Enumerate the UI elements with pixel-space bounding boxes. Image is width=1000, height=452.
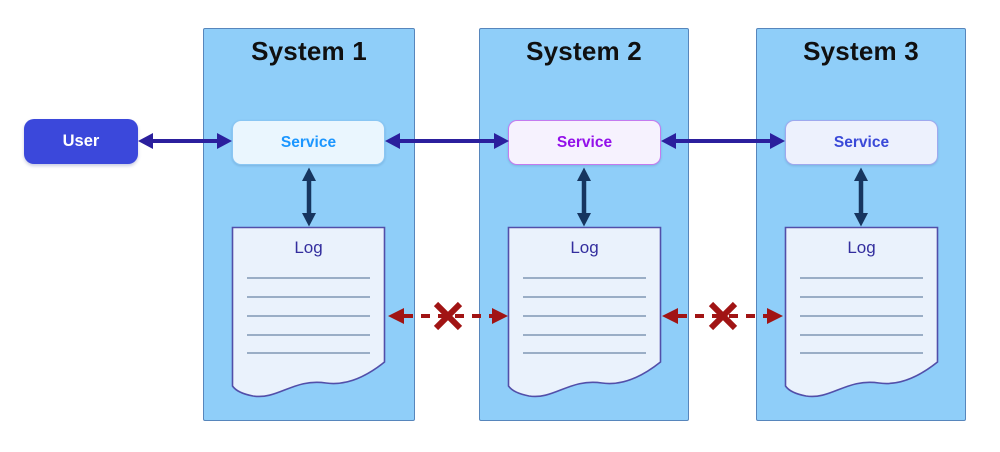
- system-3-panel: System 3 Service Log: [756, 28, 966, 421]
- system-3-log-document-shape: [784, 226, 939, 398]
- log-ruled-lines: [247, 277, 370, 354]
- log-ruled-lines: [800, 277, 923, 354]
- system-2-service-label: Service: [556, 133, 613, 151]
- document-outline: [784, 226, 939, 398]
- service-log-bidirectional-arrow-icon: [854, 167, 868, 227]
- system-3-service-node: Service: [785, 120, 938, 165]
- system-3-title: System 3: [803, 36, 919, 66]
- system-3-service-label: Service: [833, 133, 890, 151]
- service-log-bidirectional-arrow-icon: [577, 167, 591, 227]
- system-1-title: System 1: [251, 36, 367, 66]
- system-2-log-document-shape: [507, 226, 662, 398]
- blocked-x-icon: [433, 301, 463, 331]
- system-3-log-label: Log: [847, 238, 876, 257]
- service-log-bidirectional-arrow-icon: [302, 167, 316, 227]
- document-outline: [231, 226, 386, 398]
- system-2-panel: System 2 Service Log: [479, 28, 689, 421]
- system-1-log-document-shape: [231, 226, 386, 398]
- system-2-log-label: Log: [570, 238, 599, 257]
- service2-service3-bidirectional-arrow-icon: [661, 133, 785, 149]
- log2-log3-blocked-dashed-arrow-icon: [662, 301, 783, 331]
- log1-log2-blocked-dashed-arrow-icon: [388, 301, 508, 331]
- user-node: User: [24, 119, 138, 164]
- system-1-log-label: Log: [294, 238, 323, 257]
- system-1-service-label: Service: [280, 133, 337, 151]
- system-1-service-node: Service: [232, 120, 385, 165]
- system-2-service-node: Service: [508, 120, 661, 165]
- system-2-title: System 2: [526, 36, 642, 66]
- service1-service2-bidirectional-arrow-icon: [385, 133, 509, 149]
- blocked-x-icon: [708, 301, 738, 331]
- system-1-panel: System 1 Service Log: [203, 28, 415, 421]
- user-service1-bidirectional-arrow-icon: [138, 133, 232, 149]
- document-outline: [507, 226, 662, 398]
- log-ruled-lines: [523, 277, 646, 354]
- user-label: User: [62, 132, 100, 150]
